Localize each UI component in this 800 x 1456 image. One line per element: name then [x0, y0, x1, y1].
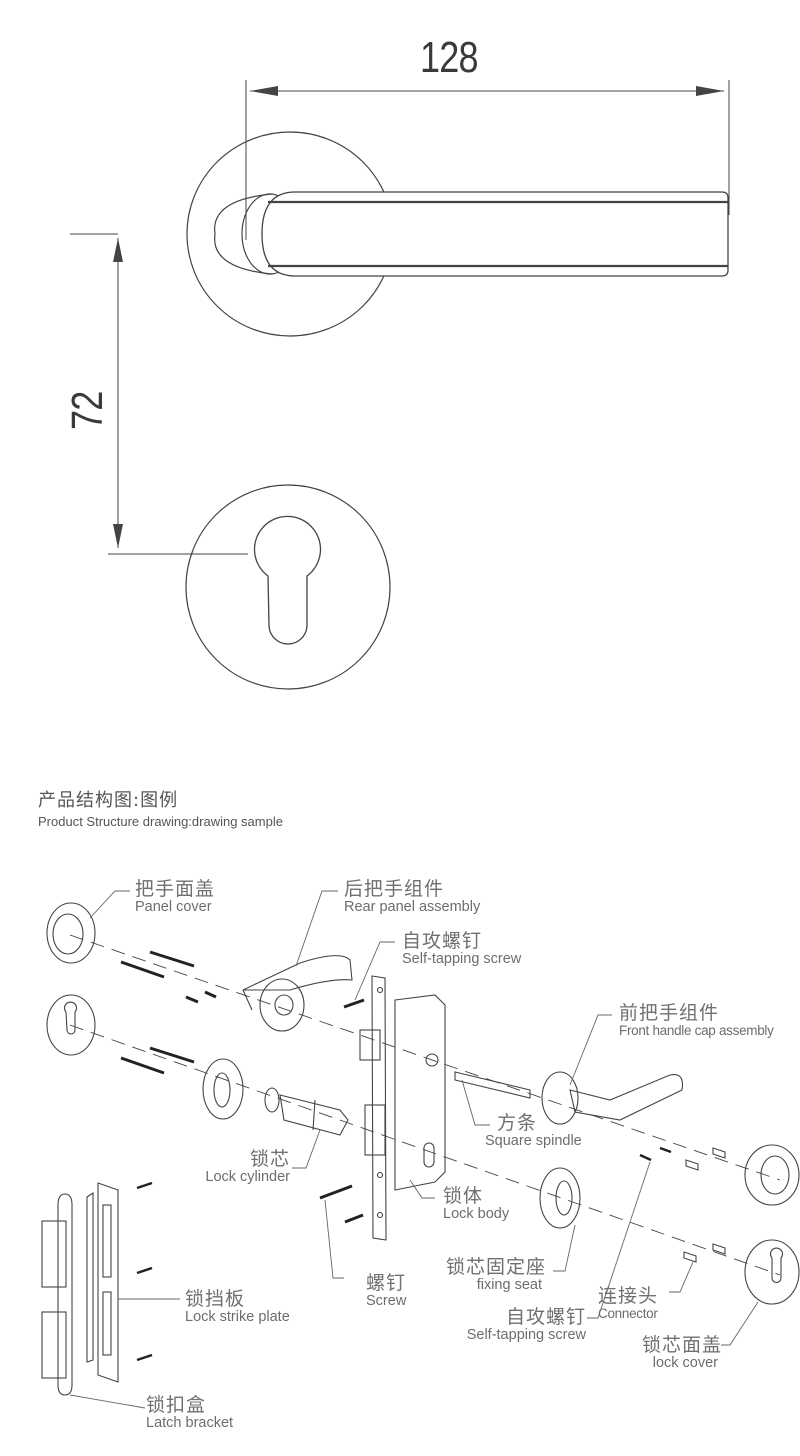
callout-en: Latch bracket [146, 1414, 234, 1431]
callout-zh: 锁体 [443, 1185, 484, 1207]
section-title-en: Product Structure drawing:drawing sample [38, 814, 283, 829]
callout-zh: 前把手组件 [619, 1002, 720, 1024]
rear-handle-part [242, 955, 353, 1032]
square-spindle-part [454, 1071, 531, 1099]
callout-en: Lock body [443, 1205, 510, 1222]
callout-square-spindle: 方条 Square spindle [485, 1112, 582, 1149]
callout-screw: 螺钉 Screw [366, 1272, 407, 1309]
dimension-drawing [70, 80, 730, 690]
right-lock-cover-part [744, 1239, 800, 1305]
left-lock-cover-part [46, 994, 96, 1056]
callout-fixing-seat: 锁芯固定座 fixing seat [430, 1256, 546, 1293]
callout-zh: 方条 [497, 1112, 538, 1134]
callout-front-handle-cap-assembly: 前把手组件 Front handle cap assembly [619, 1002, 774, 1038]
callout-en: Screw [366, 1292, 407, 1309]
callout-en: Self-tapping screw [402, 950, 522, 967]
callout-rear-panel-assembly: 后把手组件 Rear panel assembly [344, 878, 481, 915]
callout-zh: 锁芯面盖 [641, 1334, 722, 1356]
callout-zh: 锁芯固定座 [445, 1256, 546, 1278]
callout-zh: 锁挡板 [185, 1288, 246, 1310]
callout-en: Lock cylinder [205, 1168, 290, 1185]
lock-body-part [359, 975, 446, 1241]
callout-self-tapping-screw-top: 自攻螺钉 Self-tapping screw [402, 930, 522, 967]
callout-zh: 后把手组件 [344, 878, 445, 900]
front-handle-part [541, 1071, 684, 1125]
panel-cover-part [46, 902, 96, 964]
callout-zh: 自攻螺钉 [505, 1306, 586, 1328]
callout-en: Self-tapping screw [466, 1326, 586, 1343]
fixing-ring-part [202, 1058, 244, 1120]
callout-zh: 螺钉 [366, 1272, 407, 1294]
callout-en: Connector [598, 1305, 658, 1321]
callout-connector: 连接头 Connector [598, 1285, 659, 1321]
callout-en: Panel cover [135, 898, 212, 915]
callout-zh: 自攻螺钉 [402, 930, 483, 952]
callout-en: Front handle cap assembly [619, 1022, 774, 1038]
callout-lock-strike-plate: 锁挡板 Lock strike plate [185, 1288, 290, 1325]
callout-en: lock cover [652, 1354, 718, 1371]
callout-zh: 锁扣盒 [146, 1394, 207, 1416]
callout-zh: 把手面盖 [135, 878, 216, 900]
callout-zh: 连接头 [598, 1285, 659, 1307]
callout-en: fixing seat [476, 1276, 542, 1293]
callout-self-tapping-screw-bottom: 自攻螺钉 Self-tapping screw [418, 1306, 586, 1343]
callout-panel-cover: 把手面盖 Panel cover [135, 878, 216, 915]
lock-cylinder-part [264, 1087, 349, 1136]
section-title-zh: 产品结构图:图例 [38, 790, 179, 811]
callout-lock-body: 锁体 Lock body [443, 1185, 510, 1222]
callout-latch-bracket: 锁扣盒 Latch bracket [146, 1394, 234, 1431]
fixing-seat-part [539, 1167, 581, 1229]
callout-en: Lock strike plate [185, 1308, 290, 1325]
callout-en: Rear panel assembly [344, 898, 481, 915]
callout-lock-cover: 锁芯面盖 lock cover [640, 1334, 722, 1371]
callout-lock-cylinder: 锁芯 Lock cylinder [190, 1148, 290, 1185]
strike-plate-part [86, 1182, 119, 1383]
section-title: 产品结构图:图例 Product Structure drawing:drawi… [38, 786, 283, 829]
right-panel-cover-part [744, 1144, 800, 1206]
latch-bracket-part [41, 1193, 73, 1396]
callout-zh: 锁芯 [249, 1148, 290, 1170]
dimension-label-128: 128 [420, 33, 479, 82]
callout-en: Square spindle [485, 1132, 582, 1149]
